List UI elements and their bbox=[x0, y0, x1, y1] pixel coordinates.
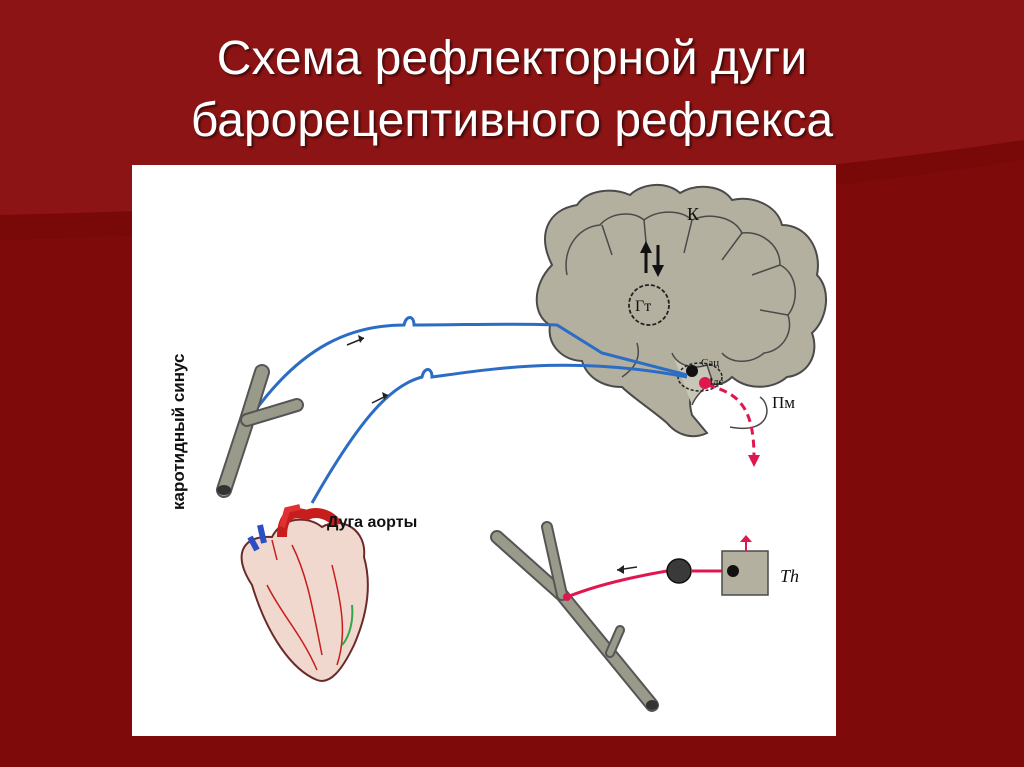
spinal-outline bbox=[729, 396, 768, 430]
carotid-sinus-label: каротидный синус bbox=[169, 354, 188, 511]
hypothalamus-outline bbox=[628, 284, 670, 326]
brain-section: К Гт Сац Идс Пм bbox=[535, 184, 828, 438]
ganglion-node bbox=[666, 558, 692, 584]
carotid-vessel bbox=[216, 364, 304, 498]
spinal-neuron-dot bbox=[727, 565, 739, 577]
postganglionic-fiber bbox=[566, 569, 668, 599]
efferent-descending bbox=[706, 383, 760, 467]
depressor-neuron-dot bbox=[699, 377, 711, 389]
carotid-sinus-label-text: каротидный синус bbox=[169, 354, 188, 511]
up-down-arrows-icon bbox=[640, 241, 664, 277]
cortex-label: К bbox=[687, 204, 700, 224]
brainstem bbox=[671, 352, 713, 406]
segment-arrowhead bbox=[740, 535, 752, 542]
hypothalamus-label: Гт bbox=[635, 298, 651, 315]
carotid-afferent-nerve bbox=[250, 316, 688, 416]
thoracic-label: Th bbox=[780, 566, 799, 586]
effector-dot bbox=[563, 593, 571, 601]
peripheral-vessel bbox=[490, 521, 659, 712]
sympathetic-efferent: Th bbox=[563, 535, 799, 601]
slide-title: Схема рефлекторной дуги барорецептивного… bbox=[0, 28, 1024, 152]
cortex-sulci bbox=[601, 219, 789, 316]
heart-illustration bbox=[240, 504, 369, 682]
descending-arrowhead bbox=[748, 455, 760, 467]
descending-efferent-path bbox=[706, 383, 756, 458]
baroreflex-diagram: К Гт Сац Идс Пм bbox=[169, 184, 828, 712]
diagram-panel: К Гт Сац Идс Пм bbox=[132, 165, 836, 736]
spinal-cord-label: Пм bbox=[772, 393, 795, 412]
title-line-2: барорецептивного рефлекса bbox=[190, 94, 834, 147]
title-line-1: Схема рефлекторной дуги bbox=[216, 32, 808, 85]
sac-label: Сац bbox=[701, 357, 719, 369]
pressor-neuron-dot bbox=[686, 365, 698, 377]
aortic-arch-label: Дуга аорты bbox=[327, 514, 417, 531]
aortic-afferent-nerve bbox=[310, 363, 688, 504]
brain-fold bbox=[621, 342, 639, 378]
vasomotor-center-outline bbox=[677, 362, 723, 392]
